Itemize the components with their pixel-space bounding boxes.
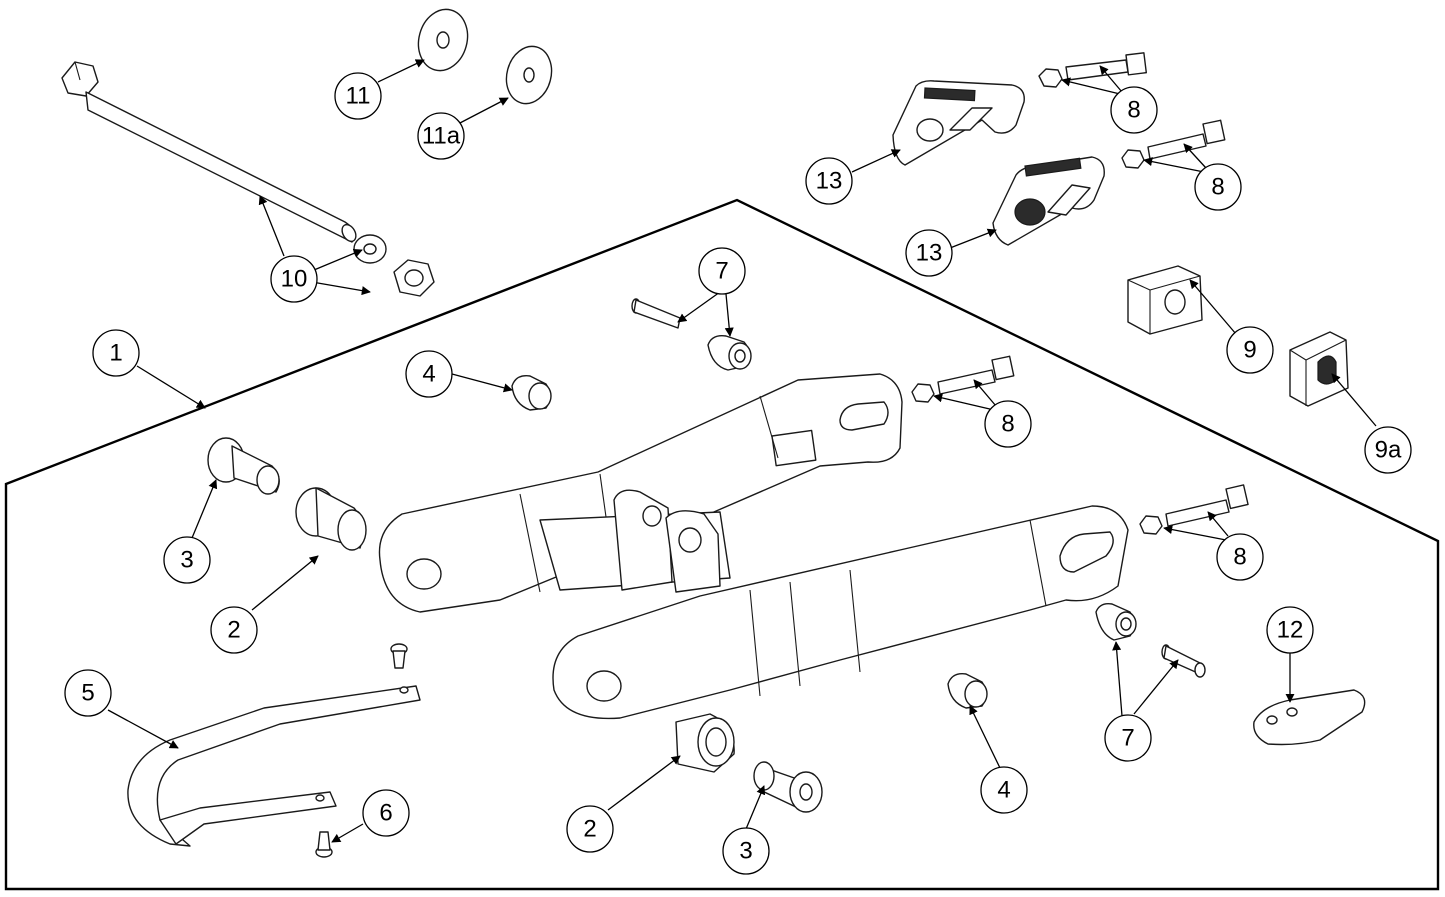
callout-6: 6 bbox=[362, 789, 410, 837]
callout-12: 12 bbox=[1266, 606, 1314, 654]
pin-7-upper bbox=[631, 298, 681, 329]
callout-9a: 9a bbox=[1364, 426, 1412, 474]
svg-text:8: 8 bbox=[1211, 174, 1224, 201]
svg-text:13: 13 bbox=[816, 168, 843, 195]
svg-text:8: 8 bbox=[1127, 97, 1140, 124]
bushing-7-upper bbox=[707, 335, 752, 371]
svg-text:6: 6 bbox=[379, 800, 392, 827]
block-9 bbox=[1127, 265, 1203, 335]
callout-8-2: 8 bbox=[1194, 163, 1242, 211]
svg-text:11a: 11a bbox=[422, 123, 461, 150]
svg-text:1: 1 bbox=[109, 340, 122, 367]
callout-2-lower: 2 bbox=[566, 805, 614, 853]
callout-3-upper: 3 bbox=[163, 536, 211, 584]
svg-text:2: 2 bbox=[227, 617, 240, 644]
callout-11a: 11a bbox=[417, 112, 465, 160]
screw-6-upper bbox=[390, 643, 408, 669]
svg-text:8: 8 bbox=[1001, 411, 1014, 438]
callout-13-lower: 13 bbox=[905, 229, 953, 277]
swingarm bbox=[378, 373, 1129, 720]
bushing-7-lower bbox=[1095, 602, 1137, 641]
callout-3-lower: 3 bbox=[722, 827, 770, 875]
svg-text:9a: 9a bbox=[1375, 437, 1402, 464]
axle-bolt bbox=[61, 61, 357, 243]
bushing-4-lower bbox=[947, 673, 988, 709]
pin-7-lower bbox=[1161, 644, 1206, 678]
callout-5: 5 bbox=[64, 669, 112, 717]
screw-6-lower bbox=[315, 831, 333, 858]
guide-plate-12 bbox=[1253, 689, 1366, 746]
callout-10: 10 bbox=[270, 255, 318, 303]
washer-11 bbox=[417, 8, 469, 72]
adjuster-bolt-set-2 bbox=[1121, 119, 1226, 169]
callout-8-3: 8 bbox=[984, 400, 1032, 448]
adjuster-bolt-set-3 bbox=[911, 355, 1015, 403]
svg-text:9: 9 bbox=[1243, 337, 1256, 364]
washer-11a bbox=[505, 45, 553, 105]
svg-text:3: 3 bbox=[739, 838, 752, 865]
assembly-boundary bbox=[4, 198, 1440, 891]
sleeve-2-upper bbox=[295, 487, 367, 551]
leader-lines bbox=[107, 59, 1377, 843]
svg-text:8: 8 bbox=[1233, 544, 1246, 571]
svg-text:2: 2 bbox=[583, 816, 596, 843]
svg-text:4: 4 bbox=[422, 361, 435, 388]
svg-text:5: 5 bbox=[81, 680, 94, 707]
callout-4-lower: 4 bbox=[980, 766, 1028, 814]
svg-text:11: 11 bbox=[346, 83, 371, 110]
chain-adjuster-lower bbox=[992, 156, 1105, 246]
flanged-bushing-3-lower bbox=[753, 761, 823, 813]
block-9a bbox=[1289, 331, 1349, 407]
callout-1: 1 bbox=[92, 329, 140, 377]
adjuster-bolt-set-1 bbox=[1038, 52, 1148, 88]
adjuster-bolt-set-4 bbox=[1139, 484, 1249, 535]
svg-text:4: 4 bbox=[997, 777, 1010, 804]
callout-13-upper: 13 bbox=[805, 157, 853, 205]
svg-text:3: 3 bbox=[180, 547, 193, 574]
svg-text:13: 13 bbox=[916, 240, 943, 267]
chain-slider bbox=[127, 685, 421, 847]
chain-adjuster-upper bbox=[892, 80, 1025, 166]
bushing-4-upper bbox=[511, 375, 552, 411]
svg-text:7: 7 bbox=[715, 258, 728, 285]
flanged-bushing-3-upper bbox=[207, 437, 280, 495]
callout-4-upper: 4 bbox=[405, 350, 453, 398]
callout-9: 9 bbox=[1226, 326, 1274, 374]
sleeve-2-lower bbox=[675, 713, 735, 773]
svg-text:12: 12 bbox=[1277, 617, 1304, 644]
svg-text:7: 7 bbox=[1121, 725, 1134, 752]
callout-8-1: 8 bbox=[1110, 86, 1158, 134]
axle-washer bbox=[353, 234, 387, 264]
callout-7-upper: 7 bbox=[698, 247, 746, 295]
callout-11: 11 bbox=[334, 72, 382, 120]
axle-nut bbox=[393, 259, 435, 297]
callout-2-upper: 2 bbox=[210, 606, 258, 654]
callout-7-lower: 7 bbox=[1104, 714, 1152, 762]
svg-text:10: 10 bbox=[281, 266, 308, 293]
callout-8-4: 8 bbox=[1216, 533, 1264, 581]
